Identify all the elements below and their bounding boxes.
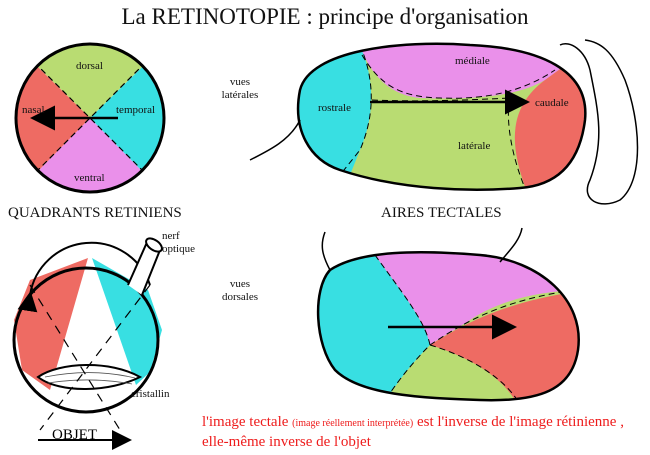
heading-retinal-quadrants: QUADRANTS RETINIENS [8,205,182,221]
label-dorsal: dorsal [76,60,103,72]
retina-outline [14,42,166,194]
label-cristallin: cristallin [131,388,170,400]
page-title: La RETINOTOPIE : principe d'organisation [121,4,529,29]
label-laterale: latérale [458,140,491,152]
tectum-dorsal [318,252,579,401]
label-caudale: caudale [535,97,569,109]
eye-dorsal-view [12,237,163,450]
label-temporal: temporal [116,104,156,116]
label-objet: OBJET [52,427,97,443]
tectum-lateral [298,43,586,190]
heading-tectal-areas: AIRES TECTALES [381,205,502,221]
caption-note: l'image tectale (image réellement interp… [202,414,624,450]
cerebellum-outline [559,39,639,205]
lens-cristallin [36,364,143,390]
label-nasal: nasal [22,104,45,116]
label-mediale: médiale [455,55,490,67]
label-ventral: ventral [74,172,105,184]
label-rostrale: rostrale [318,102,351,114]
